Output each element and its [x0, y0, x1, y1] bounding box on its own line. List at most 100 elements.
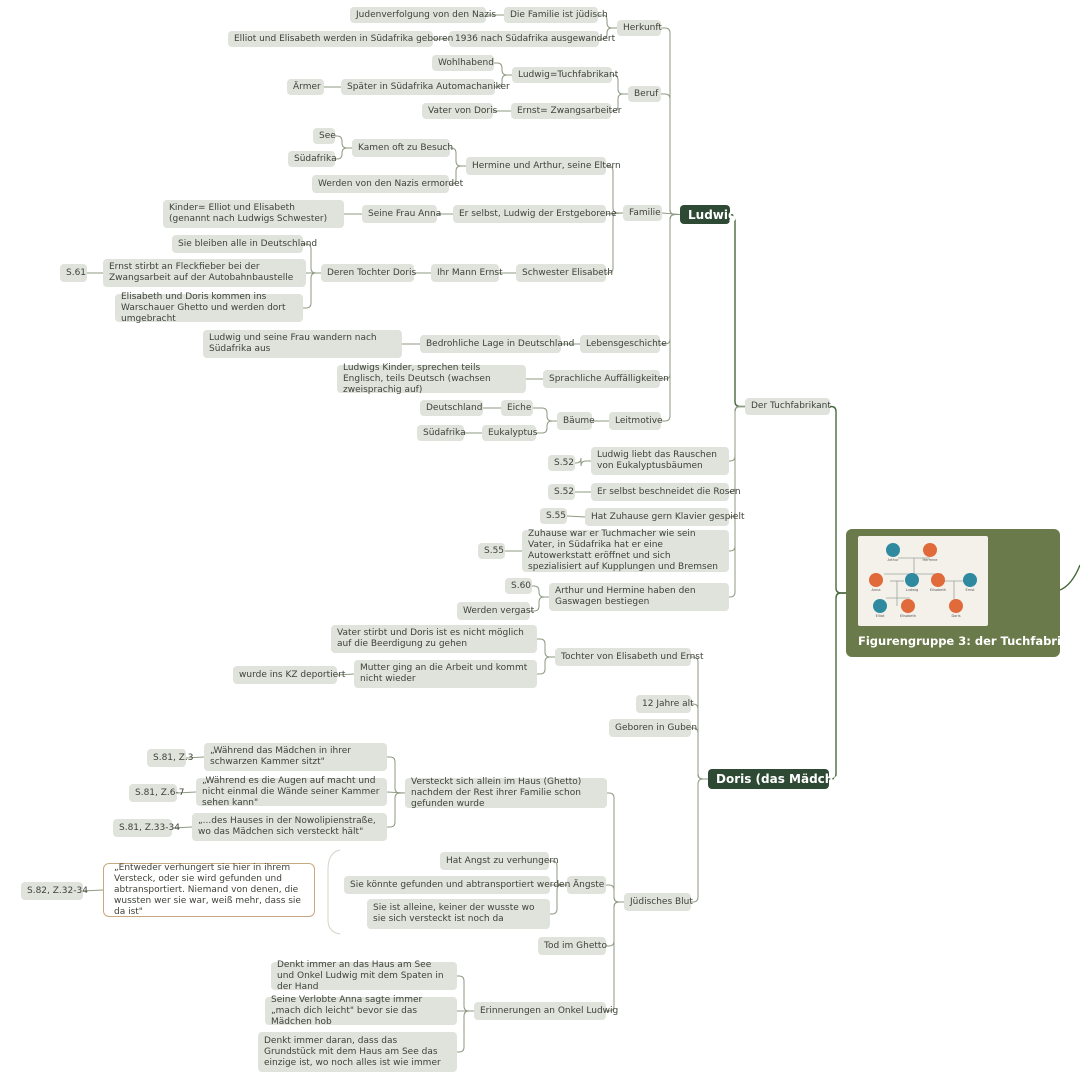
node-s61[interactable]: S.61 — [60, 264, 87, 282]
node-s55b[interactable]: S.55 — [478, 543, 505, 559]
node-schwester[interactable]: Schwester Elisabeth — [516, 264, 613, 282]
tree-person-avatar — [931, 573, 945, 587]
node-beruf[interactable]: Beruf — [628, 86, 661, 102]
node-tuch[interactable]: Der Tuchfabrikant — [745, 398, 831, 415]
root-outgoing-line — [1059, 564, 1080, 591]
node-s81z3[interactable]: S.81, Z.3 — [147, 749, 194, 767]
connector-kamen-sudafrika1 — [335, 147, 352, 160]
node-s55a[interactable]: S.55 — [540, 508, 567, 524]
node-vaterstirbt[interactable]: Vater stirbt und Doris ist es nicht mögl… — [331, 625, 537, 653]
node-s52a[interactable]: S.52 — [548, 455, 575, 471]
node-erin2[interactable]: Seine Verlobte Anna sagte immer „mach di… — [265, 995, 457, 1027]
node-mannernst[interactable]: Ihr Mann Ernst — [431, 264, 503, 282]
node-s60[interactable]: S.60 — [505, 578, 532, 594]
node-doris[interactable]: Doris (das Mädchen) — [708, 769, 856, 789]
node-tod[interactable]: Tod im Ghetto — [538, 937, 607, 955]
node-ernstzw[interactable]: Ernst= Zwangsarbeiter — [511, 103, 621, 119]
node-deutschland[interactable]: Deutschland — [420, 400, 483, 416]
node-frauanna[interactable]: Seine Frau Anna — [362, 205, 441, 223]
node-spater[interactable]: Später in Südafrika Automachaniker — [341, 79, 510, 95]
node-angste[interactable]: Ängste — [567, 876, 606, 894]
node-eiche[interactable]: Eiche — [501, 400, 533, 416]
node-zitat1[interactable]: „Während das Mädchen in ihrer schwarzen … — [204, 743, 387, 771]
node-familie[interactable]: Familie — [623, 205, 662, 221]
node-mutter[interactable]: Mutter ging an die Arbeit und kommt nich… — [354, 660, 537, 688]
connector-doris-guben — [691, 727, 708, 780]
node-wandern[interactable]: Ludwig und seine Frau wandern nach Südaf… — [203, 330, 402, 358]
node-klavier[interactable]: Hat Zuhause gern Klavier gespielt — [585, 508, 744, 526]
connector-gaswagen-s60 — [532, 585, 549, 598]
node-armer[interactable]: Ärmer — [287, 79, 324, 95]
node-angst3[interactable]: Sie ist alleine, keiner der wusste wo si… — [367, 899, 550, 929]
node-herkunft[interactable]: Herkunft — [617, 20, 662, 36]
node-erin1[interactable]: Denkt immer an das Haus am See und Onkel… — [271, 960, 457, 992]
node-kz[interactable]: wurde ins KZ deportiert — [233, 666, 345, 684]
node-rauschen[interactable]: Ludwig liebt das Rauschen von Eukalyptus… — [591, 447, 729, 475]
node-kamen[interactable]: Kamen oft zu Besuch — [352, 139, 453, 157]
node-wohlhabend[interactable]: Wohlhabend — [432, 55, 494, 71]
connector-tuch-ludwig — [729, 213, 745, 408]
node-sudafrika1[interactable]: Südafrika — [288, 151, 337, 167]
node-angst2[interactable]: Sie könnte gefunden und abtransportiert … — [344, 876, 570, 894]
node-hermarth[interactable]: Hermine und Arthur, seine Eltern — [466, 157, 621, 175]
connector-tuch-rosen — [729, 406, 745, 493]
node-s81z67[interactable]: S.81, Z.6-7 — [129, 784, 184, 802]
node-vergast[interactable]: Werden vergast — [457, 602, 534, 620]
node-see[interactable]: See — [313, 128, 336, 144]
connector-doris-judblut — [691, 778, 708, 903]
node-sudafrika2[interactable]: Südafrika — [417, 425, 466, 441]
node-s82[interactable]: S.82, Z.32-34 — [21, 882, 88, 900]
node-tochterdoris[interactable]: Deren Tochter Doris — [321, 264, 416, 282]
connector-familie-hermarth — [606, 165, 623, 214]
node-bedrohlich[interactable]: Bedrohliche Lage in Deutschland — [420, 335, 574, 353]
node-guben[interactable]: Geboren in Guben — [609, 719, 697, 737]
node-ernststirbt[interactable]: Ernst stirbt an Fleckfieber bei der Zwan… — [103, 259, 306, 287]
node-angst1[interactable]: Hat Angst zu verhungern — [440, 852, 559, 870]
node-kinderspr[interactable]: Ludwigs Kinder, sprechen teils Englisch,… — [337, 363, 526, 395]
connector-herkunft-ausgew — [599, 27, 617, 40]
node-ludwig[interactable]: Ludwig — [680, 205, 737, 224]
tree-person-label: Doris — [951, 614, 961, 618]
node-baume[interactable]: Bäume — [557, 412, 595, 430]
connector-doris-tochterelis — [691, 656, 708, 780]
node-eukalyptus[interactable]: Eukalyptus — [482, 425, 537, 441]
tree-person-label: Elliot — [875, 614, 885, 618]
node-tuchmacher[interactable]: Zuhause war er Tuchmacher wie sein Vater… — [522, 529, 729, 572]
node-elliot_geb[interactable]: Elliot und Elisabeth werden in Südafrika… — [228, 31, 453, 47]
node-s81z33[interactable]: S.81, Z.33-34 — [113, 819, 180, 837]
node-judenverf[interactable]: Judenverfolgung von den Nazis — [350, 7, 496, 23]
node-tochterelis[interactable]: Tochter von Elisabeth und Ernst — [555, 648, 704, 666]
node-erin3[interactable]: Denkt immer daran, dass das Grundstück m… — [258, 1032, 457, 1072]
node-lebens[interactable]: Lebensgeschichte — [580, 335, 667, 353]
node-vaterdoris[interactable]: Vater von Doris — [422, 103, 497, 119]
node-sprachl[interactable]: Sprachliche Auffälligkeiten — [543, 370, 669, 388]
node-zitat4[interactable]: „Entweder verhungert sie hier in ihrem V… — [103, 863, 315, 917]
node-rosen[interactable]: Er selbst beschneidet die Rosen — [591, 483, 741, 501]
node-bleiben[interactable]: Sie bleiben alle in Deutschland — [172, 235, 317, 253]
node-leitmotive[interactable]: Leitmotive — [609, 412, 663, 430]
connector-baume-eiche — [533, 407, 557, 422]
node-kinder[interactable]: Kinder= Elliot und Elisabeth (genannt na… — [163, 200, 344, 228]
node-zitat3[interactable]: „...des Hauses in der Nowolipienstraße, … — [192, 813, 387, 841]
connector-tochterelis-vaterstirbt — [537, 638, 555, 658]
node-ludtuch[interactable]: Ludwig=Tuchfabrikant — [512, 67, 618, 83]
node-erinnerungen[interactable]: Erinnerungen an Onkel Ludwig — [474, 1002, 618, 1020]
node-warschau[interactable]: Elisabeth und Doris kommen ins Warschaue… — [115, 292, 303, 324]
connector-zitat3-s81z33 — [171, 826, 193, 829]
node-versteckt[interactable]: Versteckt sich allein im Haus (Ghetto) n… — [405, 777, 607, 809]
node-ermordet[interactable]: Werden von den Nazis ermordet — [312, 175, 463, 193]
node-gaswagen[interactable]: Arthur und Hermine haben den Gaswagen be… — [549, 583, 729, 611]
node-ausgew[interactable]: 1936 nach Südafrika ausgewandert — [449, 31, 615, 47]
tree-person-label: Arthur — [887, 558, 899, 562]
node-erselbst[interactable]: Er selbst, Ludwig der Erstgeborene — [453, 205, 617, 223]
node-s52b[interactable]: S.52 — [548, 484, 575, 500]
node-judblut[interactable]: Jüdisches Blut — [624, 893, 693, 911]
connector-rauschen-s52a — [575, 457, 591, 467]
node-zwolf[interactable]: 12 Jahre alt — [636, 695, 694, 713]
node-zitat2[interactable]: „Während es die Augen auf macht und nich… — [196, 776, 387, 808]
connector-tochterdoris-warschau — [303, 272, 321, 309]
node-judisch[interactable]: Die Familie ist jüdisch — [504, 7, 608, 23]
connector-versteckt-zitat1 — [387, 756, 405, 794]
